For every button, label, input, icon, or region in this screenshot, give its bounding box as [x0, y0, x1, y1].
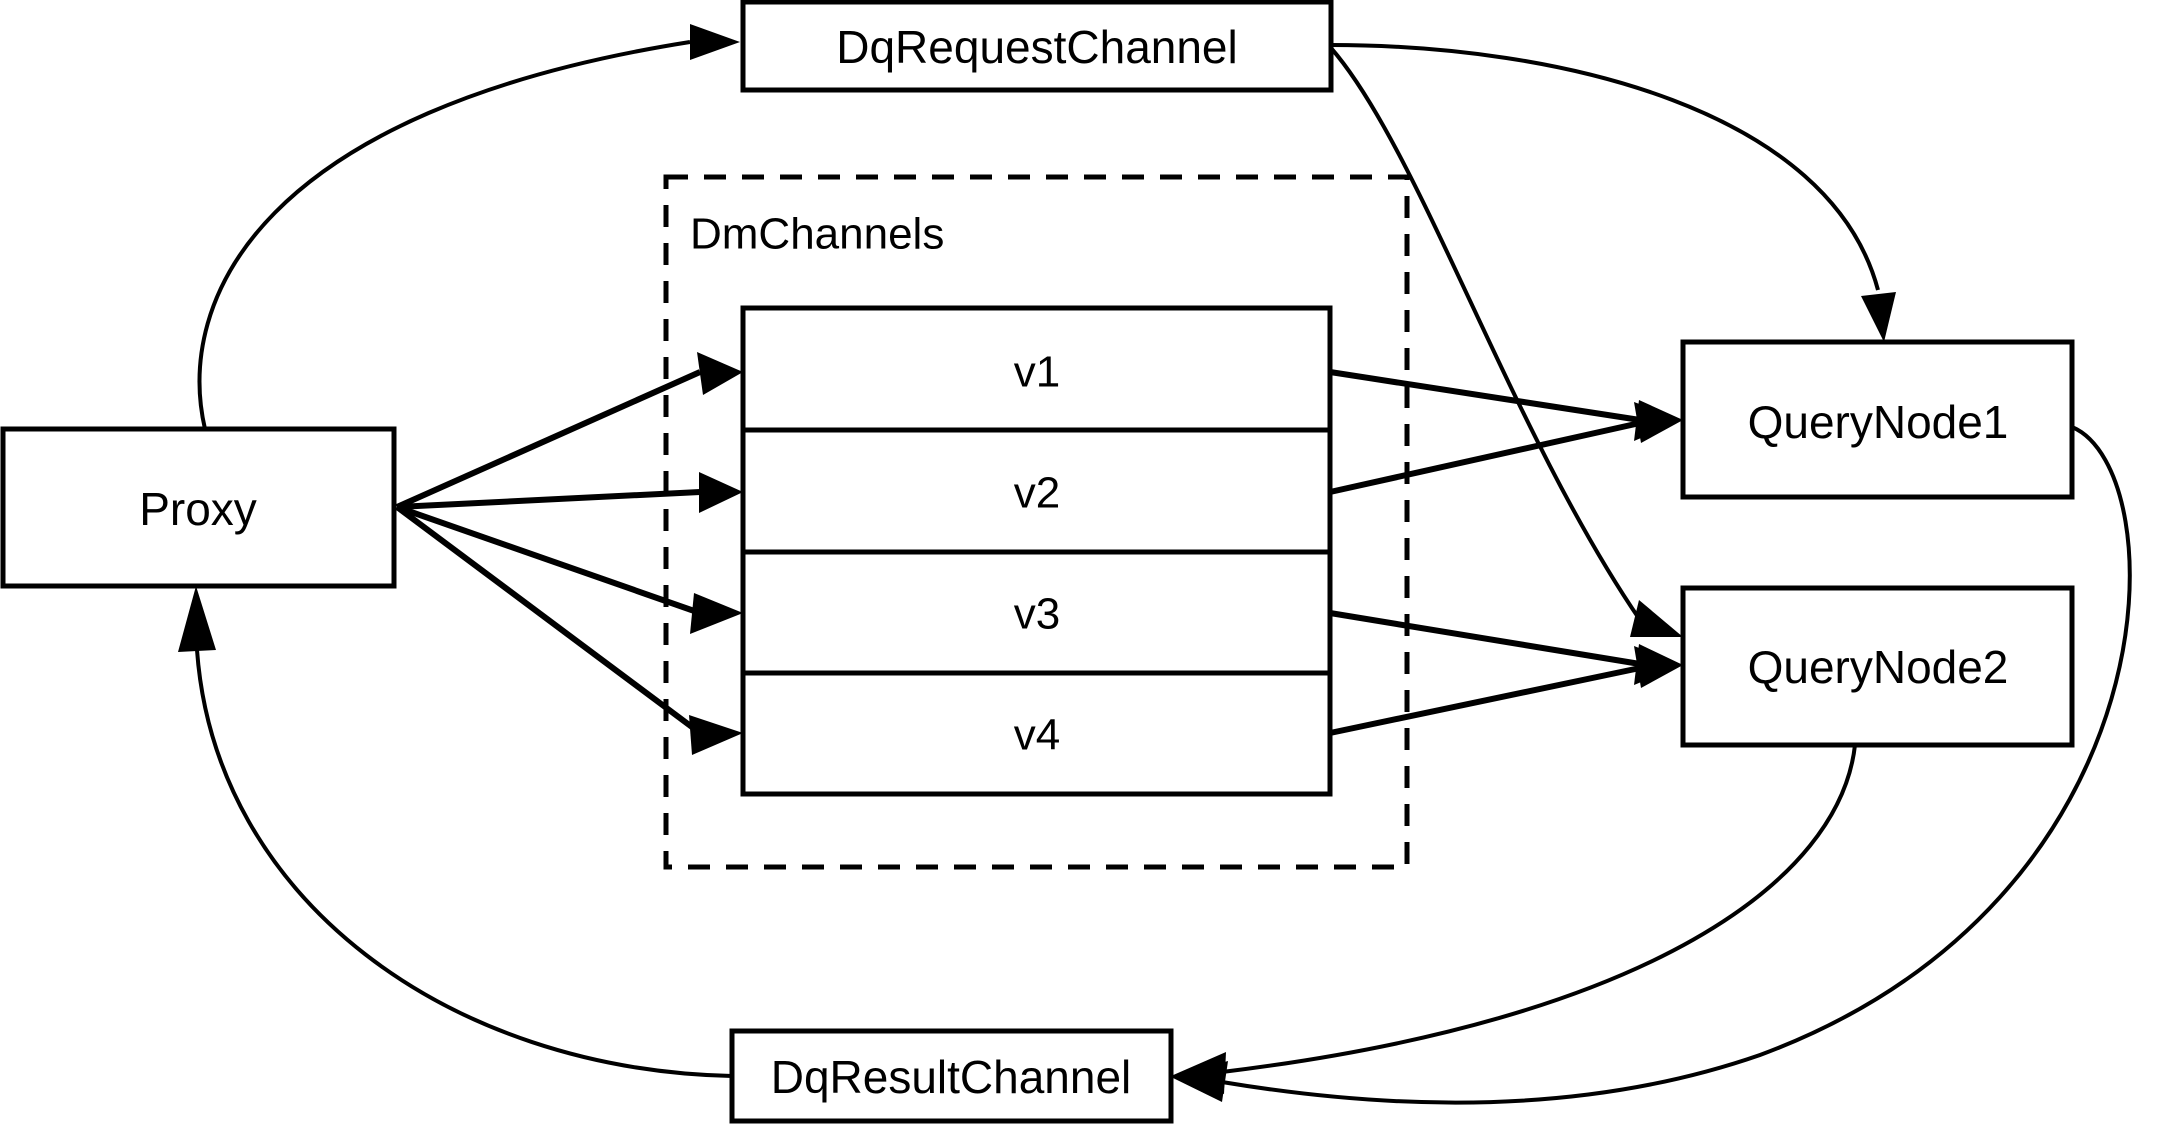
dm-channels-group-label: DmChannels — [690, 210, 944, 259]
edge-dqrequestchannel-to-querynode1 — [1330, 43, 1896, 342]
dq-request-channel-label: DqRequestChannel — [836, 21, 1238, 73]
edge-dqresultchannel-to-proxy — [178, 586, 733, 1078]
edge-dqrequestchannel-to-querynode2 — [1329, 46, 1683, 637]
edge-v3-to-querynode2 — [1329, 610, 1683, 685]
edge-proxy-to-v1 — [395, 352, 743, 510]
dm-channels-group: DmChannels — [663, 174, 1410, 870]
virtual-channel-stack: v1 v2 v3 v4 — [740, 305, 1333, 797]
edge-proxy-to-v2 — [396, 472, 743, 513]
edge-proxy-to-dqrequestchannel — [197, 24, 740, 430]
channel-row-v3[interactable]: v3 — [1014, 590, 1060, 639]
channel-row-v4[interactable]: v4 — [1014, 711, 1060, 760]
query-node-1-label: QueryNode1 — [1748, 396, 2009, 448]
node-dq-result-channel[interactable]: DqResultChannel — [729, 1028, 1174, 1124]
dq-result-channel-label: DqResultChannel — [771, 1051, 1132, 1103]
edge-v4-to-querynode2 — [1329, 646, 1683, 736]
node-proxy[interactable]: Proxy — [0, 426, 397, 589]
node-dq-request-channel[interactable]: DqRequestChannel — [740, 0, 1334, 93]
query-node-2-label: QueryNode2 — [1748, 641, 2009, 693]
edge-proxy-to-v4 — [395, 504, 743, 755]
edge-proxy-to-v3 — [396, 504, 743, 634]
edge-querynode2-to-dqresultchannel — [1171, 744, 1857, 1094]
node-query-node-2[interactable]: QueryNode2 — [1680, 585, 2075, 748]
proxy-label: Proxy — [139, 483, 257, 535]
edge-v2-to-querynode1 — [1329, 402, 1683, 495]
node-query-node-1[interactable]: QueryNode1 — [1680, 339, 2075, 500]
channel-row-v1[interactable]: v1 — [1014, 348, 1060, 397]
channel-row-v2[interactable]: v2 — [1014, 469, 1060, 518]
